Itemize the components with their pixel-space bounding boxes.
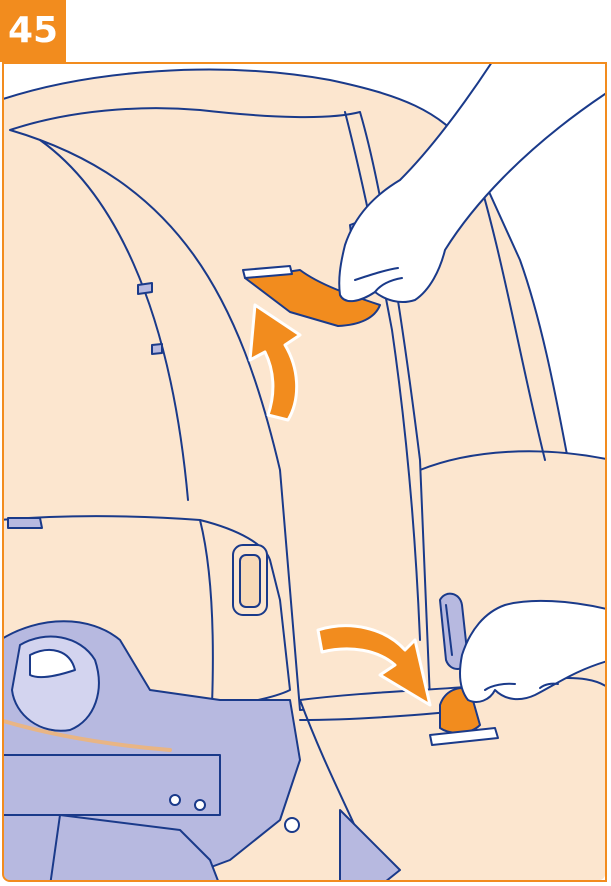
- panel-frame: [2, 62, 607, 882]
- step-number: 45: [0, 0, 66, 62]
- step-badge: 45: [0, 0, 66, 62]
